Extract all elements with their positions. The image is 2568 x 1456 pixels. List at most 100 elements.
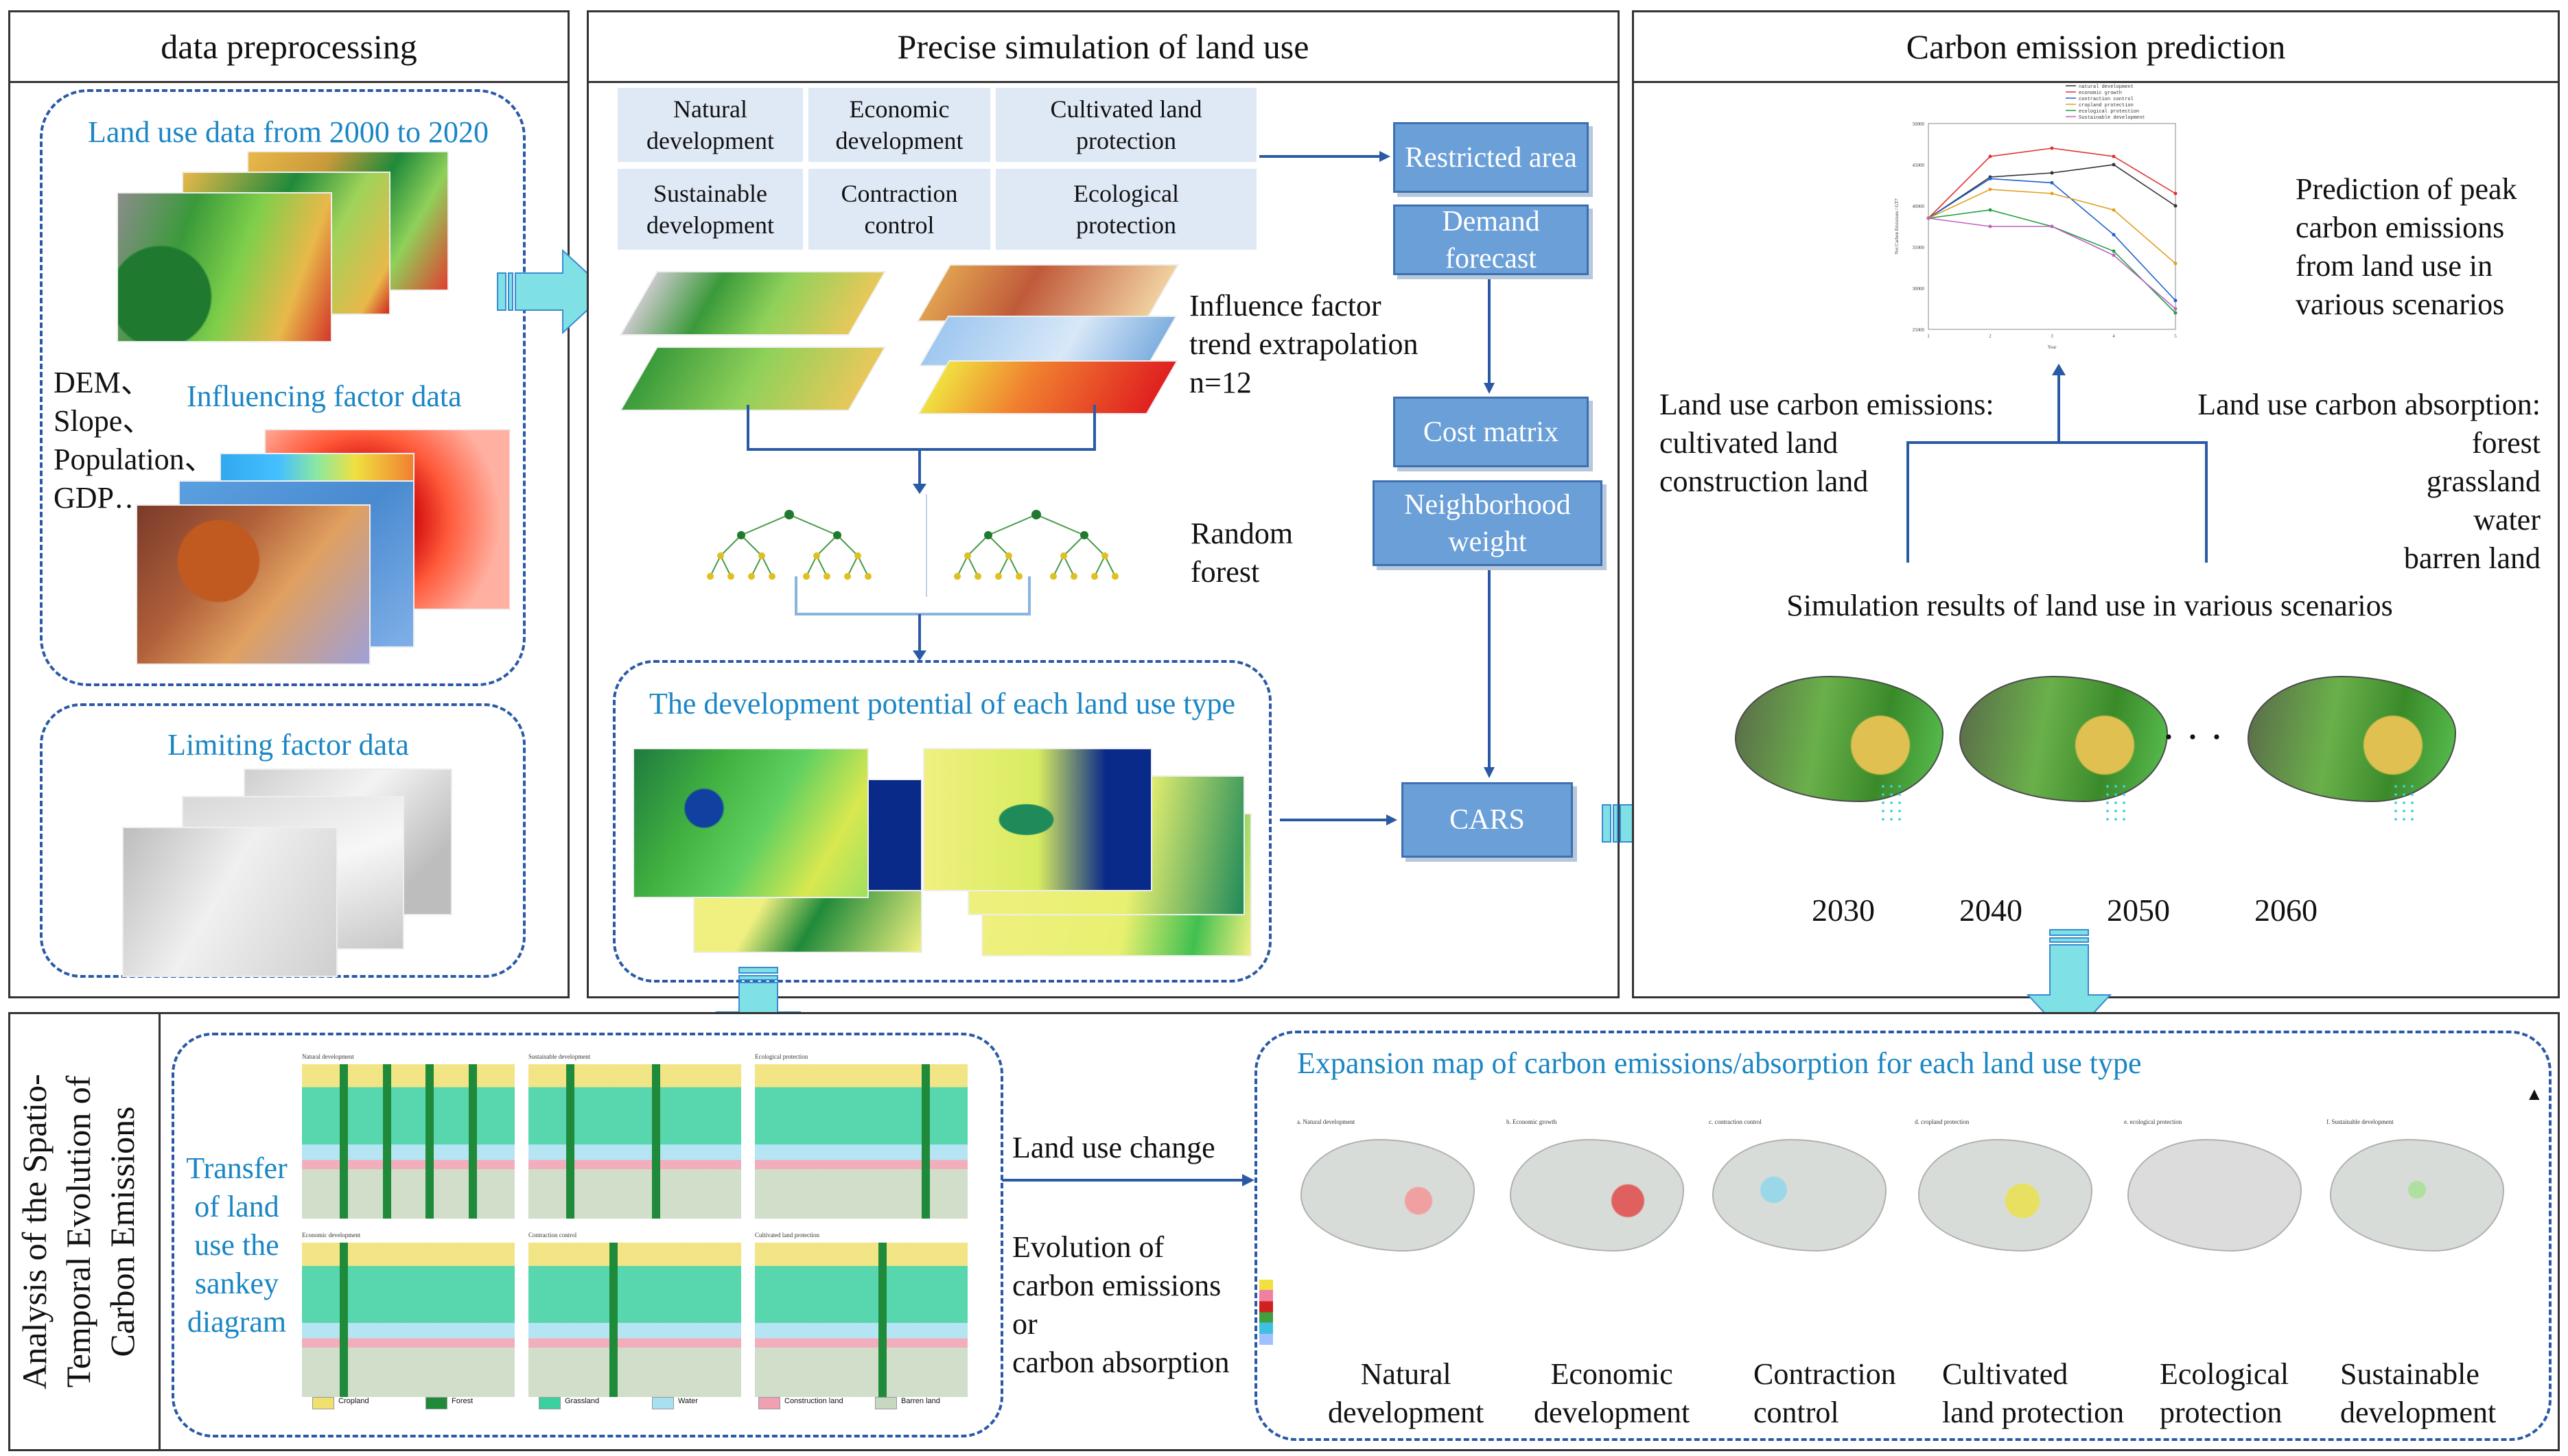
carbon-panel: Carbon emission prediction	[1632, 10, 2560, 998]
series-point	[2173, 298, 2178, 303]
sankey-sustainable: Sustainable development	[528, 1053, 741, 1221]
sankey-label: Transfer of land use the sankey diagram	[186, 1151, 288, 1339]
absorption-line-5: barren land	[2403, 541, 2541, 575]
potential-group	[613, 660, 1272, 983]
series-point	[2050, 146, 2054, 150]
sankey-title: Economic development	[302, 1232, 361, 1238]
expansion-label: Expansion map of carbon emissions/absorp…	[1297, 1046, 2142, 1080]
evolution-line-2: carbon emissions	[1012, 1269, 1222, 1302]
map-title: c. contraction control	[1709, 1118, 1762, 1125]
series-point	[2050, 224, 2054, 228]
map-title: a. Natural development	[1297, 1118, 1355, 1125]
legend-construction: Construction land	[784, 1397, 843, 1405]
y-tick-label: 35000	[1913, 245, 1925, 250]
series-point	[1988, 208, 1992, 212]
influence-line-1: Influence factor	[1189, 289, 1381, 322]
demand-forecast-box: Demand forecast	[1393, 204, 1589, 275]
factor-dem: DEM、	[54, 366, 151, 399]
arrow-preprocess-to-simulation	[497, 248, 609, 335]
legend-forest: Forest	[452, 1397, 474, 1405]
legend-label: Sustainable development	[2079, 115, 2145, 121]
absorption-line-3: grassland	[2426, 465, 2541, 498]
series-point	[2112, 163, 2116, 167]
x-tick-label: 4	[2112, 333, 2115, 339]
neighborhood-weight-box: Neighborhood weight	[1373, 480, 1602, 566]
land-use-map-1	[117, 192, 332, 342]
emissions-line-3: construction land	[1659, 465, 1869, 498]
absorption-line-4: water	[2473, 503, 2541, 537]
legend-label: ecological protection	[2079, 109, 2139, 115]
land-use-label: Land use data from 2000 to 2020	[87, 115, 489, 149]
series-point	[2112, 233, 2116, 237]
expansion-map-cultivated: d. cropland protection	[1915, 1118, 2093, 1276]
limiting-map-1	[122, 827, 338, 977]
sim-results-label: Simulation results of land use in variou…	[1786, 589, 2393, 622]
emissions-line-1: Land use carbon emissions:	[1659, 388, 1994, 421]
limiting-label: Limiting factor data	[167, 728, 409, 762]
series-point	[2050, 171, 2054, 175]
expansion-map-ecological: e. ecological protection	[2124, 1118, 2302, 1276]
series-point	[1988, 154, 1992, 158]
random-forest-line-2: forest	[1191, 555, 1260, 589]
sankey-grid: Natural development Sustainable developm…	[302, 1053, 974, 1410]
random-forest-icon	[707, 494, 1119, 597]
peak-line-1: Prediction of peak	[2296, 172, 2517, 206]
x-tick-label: 1	[1927, 333, 1930, 339]
legend-water: Water	[678, 1397, 698, 1405]
evolution-line-3: or	[1012, 1307, 1038, 1341]
potential-map-a1	[633, 748, 869, 898]
expansion-map-economic: b. Economic growth	[1506, 1118, 1685, 1276]
sankey-natural: Natural development	[302, 1053, 515, 1221]
expansion-legend-swatches	[1259, 1280, 1273, 1345]
y-tick-label: 25000	[1913, 327, 1925, 333]
evolution-line-1: Evolution of	[1012, 1230, 1165, 1264]
china-map-2060	[2248, 655, 2456, 823]
sankey-group	[172, 1033, 1003, 1437]
legend-label: cropland protection	[2079, 103, 2134, 108]
sankey-legend: Cropland Forest Grassland Water Construc…	[312, 1394, 971, 1412]
potential-map-b1	[923, 748, 1152, 891]
x-tick-label: 5	[2174, 333, 2177, 339]
factor-gdp: GDP…	[54, 481, 145, 515]
series-point	[2050, 180, 2054, 185]
cars-box: CARS	[1401, 782, 1573, 858]
influence-line-3: n=12	[1189, 366, 1252, 399]
map-title: e. ecological protection	[2124, 1118, 2182, 1125]
expansion-map-natural: a. Natural development	[1297, 1118, 1475, 1276]
legend-barren: Barren land	[901, 1397, 940, 1405]
influence-line-2: trend extrapolation	[1189, 327, 1419, 361]
sankey-economic: Economic development	[302, 1232, 515, 1400]
map-ellipsis: · · ·	[2162, 714, 2223, 760]
factor-population: Population、	[54, 443, 215, 476]
y-tick-label: 45000	[1913, 163, 1925, 168]
sankey-title: Sustainable development	[528, 1053, 591, 1060]
evolution-line-4: carbon absorption	[1012, 1346, 1230, 1379]
map-title: d. cropland protection	[1915, 1118, 1970, 1125]
y-tick-label: 50000	[1913, 121, 1925, 127]
sankey-title: Contraction control	[528, 1232, 577, 1238]
sankey-cultivated: Cultivated land protection	[755, 1232, 968, 1400]
simulation-title: Precise simulation of land use	[589, 12, 1618, 83]
series-point	[2173, 204, 2178, 208]
land-use-group	[40, 89, 526, 686]
series-point	[2112, 249, 2116, 253]
sankey-title: Natural development	[302, 1053, 354, 1060]
random-forest-line-1: Random	[1191, 517, 1294, 550]
year-2030: 2030	[1812, 893, 1875, 928]
y-tick-label: 30000	[1913, 286, 1925, 292]
analysis-title-cell	[8, 1012, 161, 1451]
x-tick-label: 3	[2051, 333, 2053, 339]
legend-grassland: Grassland	[565, 1397, 600, 1405]
expansion-map-sustainable: f. Sustainable development	[2326, 1118, 2505, 1276]
expansion-group	[1254, 1031, 2552, 1441]
series-point	[2173, 307, 2178, 311]
